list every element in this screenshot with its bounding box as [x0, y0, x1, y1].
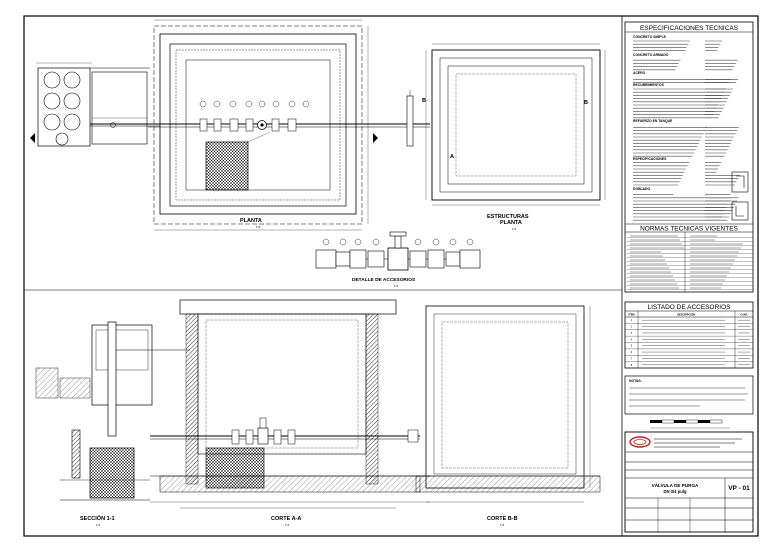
- plano-name: VÁLVULA DE PURGA: [652, 482, 699, 488]
- title-block: VÁLVULA DE PURGA DN 3/4 pulg VP - 01: [624, 431, 754, 533]
- specs-content-lines: [633, 40, 740, 221]
- corte-aa-title: CORTE A-A: [271, 516, 301, 522]
- acc-item-5: 5: [631, 344, 633, 348]
- spec-group-2: CONCRETO ARMADO: [633, 53, 669, 57]
- svg-text:1:5: 1:5: [500, 523, 505, 527]
- estructuras-subtitle: PLANTA: [500, 220, 522, 226]
- acc-item-4: 4: [631, 337, 633, 341]
- accesorios-title: LISTADO DE ACCESORIOS: [648, 304, 732, 311]
- notas-title: NOTAS:: [629, 379, 642, 383]
- corte-aa-view: CORTE A-A 1:5: [150, 299, 430, 527]
- corte-bb-title: CORTE B-B: [487, 516, 518, 522]
- spec-group-3: ACERO: [633, 71, 646, 75]
- spec-group-5: REFUERZO EN TANQUE: [633, 119, 673, 123]
- col-descripcion: DESCRIPCIÓN: [677, 312, 695, 317]
- section-mark-a-plan: A: [450, 154, 454, 160]
- detalle-title: DETALLE DE ACCESORIOS: [352, 277, 416, 283]
- seccion-title: SECCIÓN 1-1: [80, 514, 115, 522]
- estructuras-view: B B A ESTRUCTURAS PLANTA 1:5: [422, 43, 606, 231]
- acc-item-3: 3: [631, 331, 633, 335]
- specs-panel: ESPECIFICACIONES TECNICAS CONCRETO SIMPL…: [624, 21, 754, 293]
- planta-title: PLANTA: [240, 218, 262, 224]
- acc-item-8: 8: [631, 363, 633, 367]
- svg-text:1:5: 1:5: [256, 225, 261, 229]
- svg-text:1:5: 1:5: [512, 227, 517, 231]
- section-mark-a-left: [30, 133, 35, 143]
- section-mark-a-right: [373, 133, 378, 143]
- spec-group-4: RECUBRIMIENTOS: [633, 83, 665, 87]
- sheet-border: [23, 15, 759, 537]
- svg-text:1:2: 1:2: [394, 284, 399, 288]
- acc-item-2: 2: [631, 325, 633, 329]
- corte-bb-view: CORTE B-B 1:5: [415, 305, 601, 527]
- col-cant: CANT.: [740, 313, 748, 317]
- notas-box: NOTAS:: [624, 375, 754, 415]
- scale-bar: [650, 419, 730, 429]
- accesorios-table: LISTADO DE ACCESORIOS ITEM DESCRIPCIÓN C…: [624, 301, 754, 369]
- section-mark-b-top: B: [422, 98, 426, 104]
- planta-view: PLANTA 1:5: [30, 19, 430, 231]
- spec-group-6: ESPECIFICACIONES: [633, 157, 667, 161]
- svg-text:1:5: 1:5: [285, 523, 290, 527]
- plano-diameter: DN 3/4 pulg: [663, 489, 686, 494]
- spec-group-1: CONCRETO SIMPLE: [633, 35, 667, 39]
- accesorios-rows: 1 2 3 4 5 6 7 8: [625, 318, 753, 367]
- plano-code: VP - 01: [728, 485, 750, 492]
- normas-content-lines: [627, 232, 753, 292]
- col-item: ITEM: [628, 313, 634, 317]
- acc-item-1: 1: [631, 318, 633, 322]
- svg-text:1:5: 1:5: [96, 523, 101, 527]
- section-mark-b-bottom: B: [584, 100, 588, 106]
- estructuras-title: ESTRUCTURAS: [487, 214, 529, 220]
- company-logo: [629, 436, 651, 448]
- detalle-accesorios: DETALLE DE ACCESORIOS 1:2: [315, 231, 481, 288]
- normas-title: NORMAS TECNICAS VIGENTES: [640, 226, 738, 233]
- acc-item-7: 7: [631, 356, 633, 360]
- spec-group-7: DOBLADO: [633, 187, 651, 191]
- seccion-left-detail: SECCIÓN 1-1 1:5: [35, 321, 190, 527]
- specs-title: ESPECIFICACIONES TECNICAS: [640, 25, 739, 32]
- acc-item-6: 6: [631, 350, 633, 354]
